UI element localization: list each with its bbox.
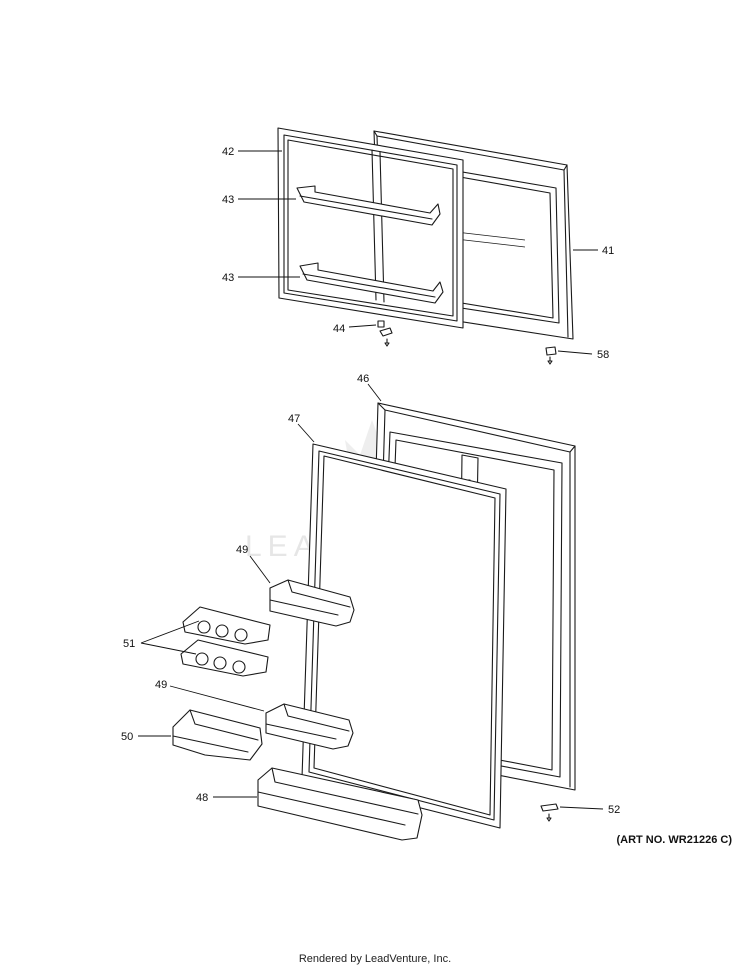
footer-credit: Rendered by LeadVenture, Inc.: [298, 953, 452, 965]
callout-49-lower: 49: [155, 679, 167, 691]
part-44-hinge[interactable]: [377, 320, 393, 347]
art-number: (ART NO. WR21226 C): [616, 834, 732, 846]
callout-42: 42: [222, 146, 234, 158]
callout-46: 46: [357, 373, 369, 385]
part-43-upper-shelf[interactable]: [296, 185, 441, 226]
part-49-lower-door-bin[interactable]: [265, 703, 354, 750]
callout-52: 52: [608, 804, 620, 816]
callout-50: 50: [121, 731, 133, 743]
part-43-lower-shelf[interactable]: [299, 262, 444, 304]
callout-44: 44: [333, 323, 345, 335]
callout-43-lower: 43: [222, 272, 234, 284]
callout-47: 47: [288, 413, 300, 425]
callout-43-upper: 43: [222, 194, 234, 206]
part-47-fresh-food-gasket[interactable]: [301, 443, 507, 829]
part-52-hinge[interactable]: [540, 803, 559, 822]
part-51-upper-egg-tray[interactable]: [182, 606, 271, 645]
callout-41: 41: [602, 245, 614, 257]
leader-lines: [138, 150, 604, 810]
part-48-gallon-door-bin[interactable]: [257, 767, 423, 841]
callout-labels: 42 43 43 41 44 58 46 47 49 51 49 50 48 5…: [121, 146, 620, 816]
part-50-dairy-bin[interactable]: [172, 709, 263, 761]
part-51-lower-egg-tray[interactable]: [180, 639, 269, 677]
callout-48: 48: [196, 792, 208, 804]
callout-49-upper: 49: [236, 544, 248, 556]
callout-51: 51: [123, 638, 135, 650]
part-49-upper-door-bin[interactable]: [269, 579, 355, 627]
callout-58: 58: [597, 349, 609, 361]
part-58-hinge[interactable]: [545, 346, 557, 365]
